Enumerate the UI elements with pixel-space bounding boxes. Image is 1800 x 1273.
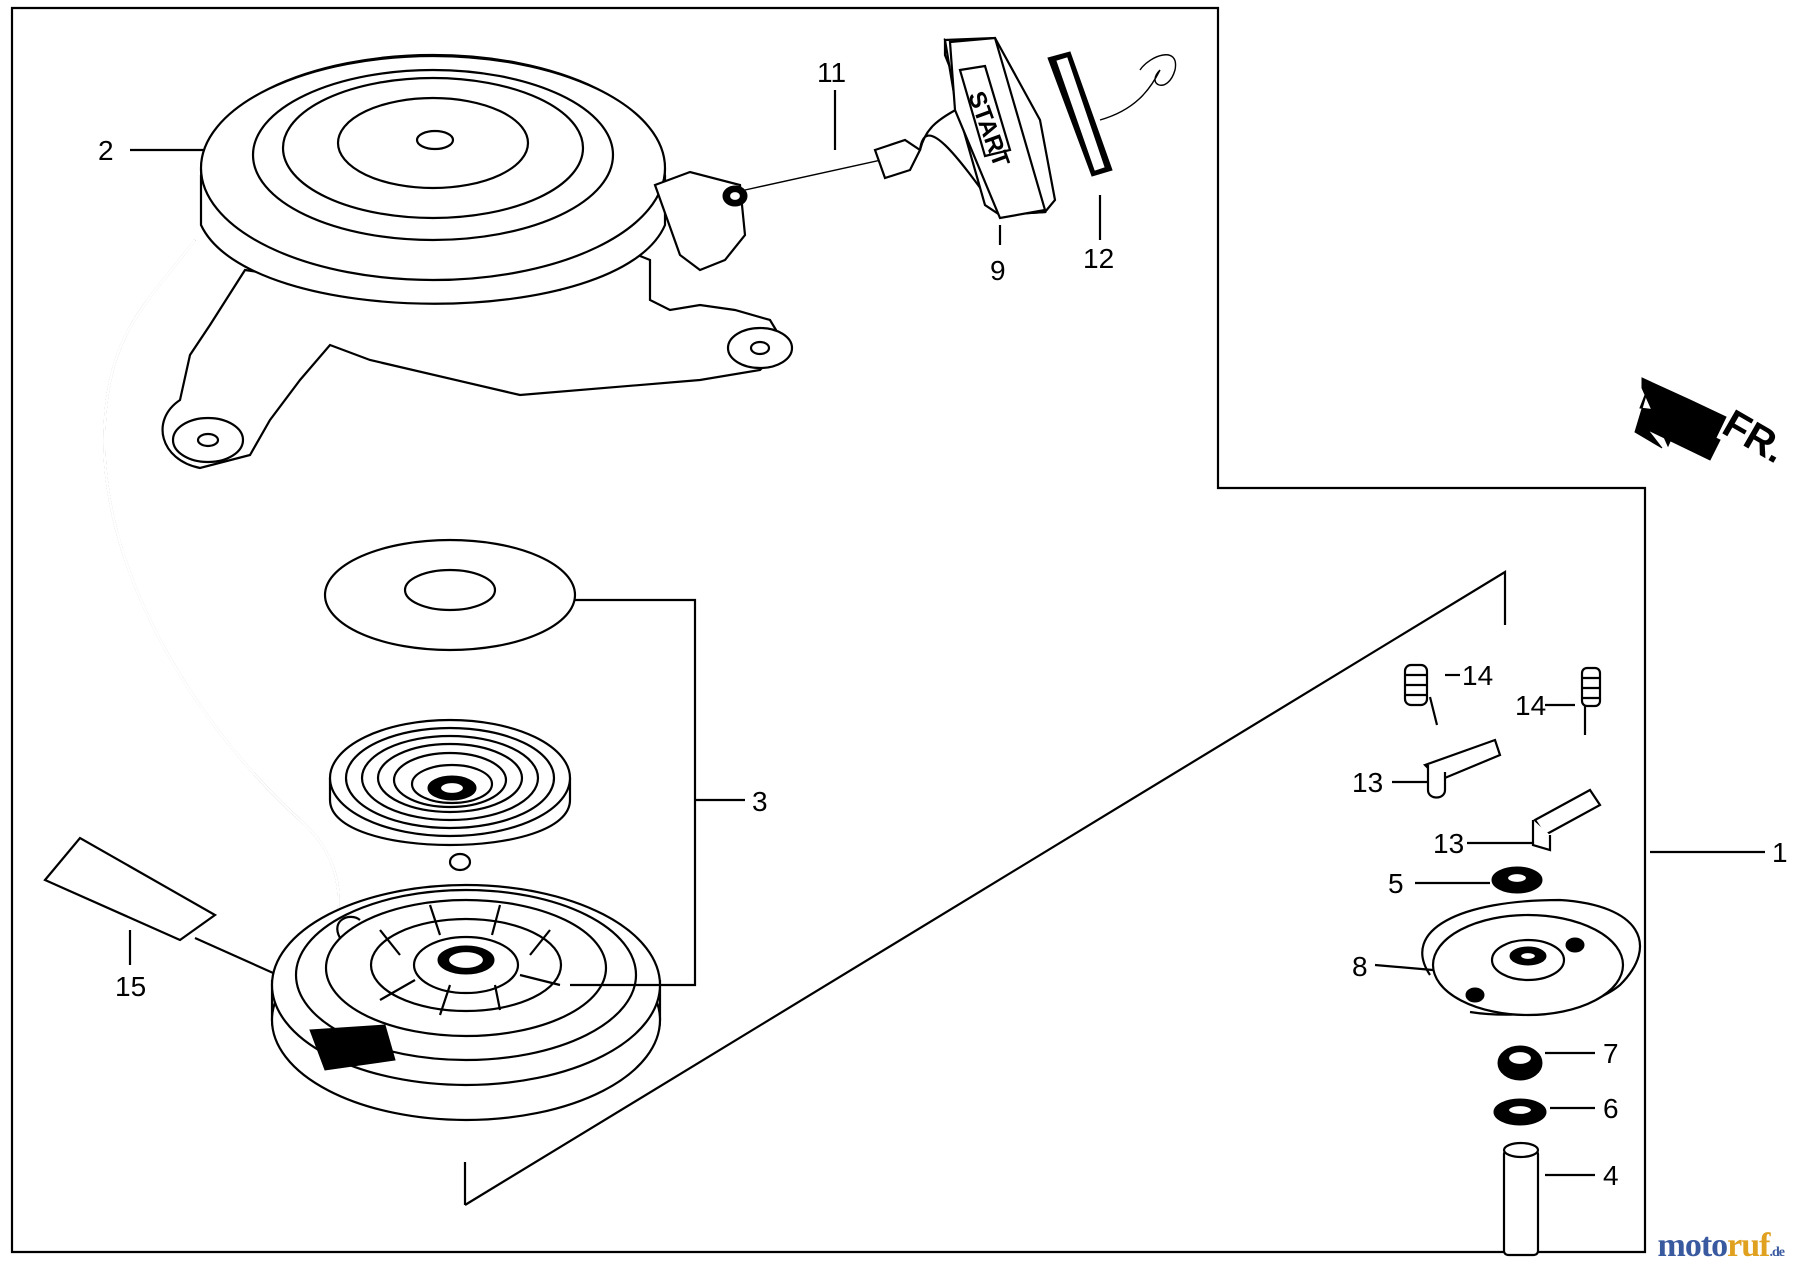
- callout-6: 6: [1603, 1093, 1619, 1124]
- callout-11: 11: [817, 57, 846, 88]
- callout-5: 5: [1388, 868, 1404, 899]
- starter-reel: [270, 883, 662, 1122]
- assembly-frame: [10, 6, 1647, 1254]
- subassembly-bracket: [463, 570, 1507, 1206]
- callout-8: 8: [1352, 951, 1368, 982]
- front-marker-label: FR.: [1716, 402, 1794, 472]
- leader-lines: [128, 90, 1765, 1177]
- callout-13b: 13: [1433, 828, 1464, 859]
- callout-3: 3: [752, 786, 768, 817]
- ratchet-pawl-b: [1531, 788, 1602, 852]
- starter-rope: [103, 157, 891, 931]
- callout-4: 4: [1603, 1160, 1619, 1191]
- recoil-spring: [328, 718, 572, 872]
- washer-5: [1491, 866, 1543, 894]
- callout-7: 7: [1603, 1038, 1619, 1069]
- spring-cover: [323, 538, 577, 652]
- callout-9: 9: [990, 255, 1006, 286]
- callout-2: 2: [98, 135, 114, 166]
- watermark-logo: motoruf.de: [1657, 1227, 1785, 1264]
- handle-insert: [1047, 51, 1177, 177]
- pawl-spring-b: [1580, 666, 1602, 735]
- starter-housing: [161, 53, 794, 470]
- washer-6: [1493, 1098, 1547, 1126]
- callout-15: 15: [115, 971, 146, 1002]
- reel-shaft: [1502, 1141, 1540, 1257]
- callout-14b: 14: [1515, 690, 1546, 721]
- friction-plate: [1421, 898, 1641, 1017]
- callout-13a: 13: [1352, 767, 1383, 798]
- caution-label: [43, 836, 218, 942]
- callout-12: 12: [1083, 243, 1114, 274]
- friction-spring: [1497, 1045, 1543, 1081]
- pawl-spring-a: [1403, 663, 1439, 726]
- starter-handle: START: [873, 36, 1057, 220]
- front-direction-arrow-icon: FR.: [1634, 377, 1794, 472]
- callout-14a: 14: [1462, 660, 1493, 691]
- ratchet-pawl-a: [1422, 738, 1502, 799]
- callout-1: 1: [1772, 837, 1788, 868]
